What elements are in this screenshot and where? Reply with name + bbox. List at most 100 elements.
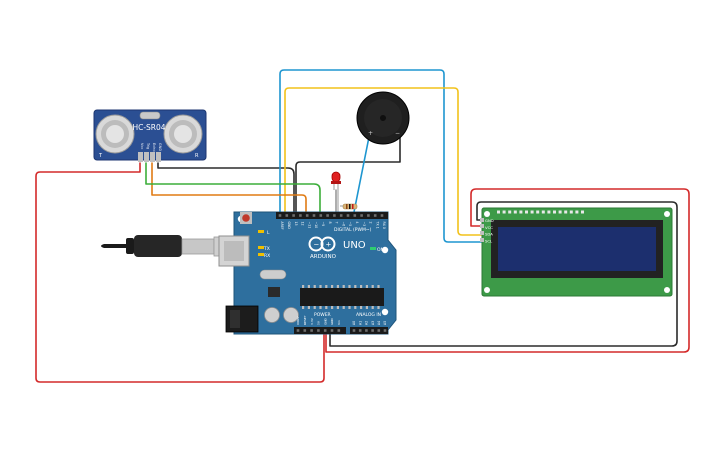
power-pin-label: GND: [323, 317, 327, 325]
sensor-header-pins: [138, 152, 161, 162]
power-pin-hole[interactable]: [317, 329, 320, 332]
wire-blue-sda[interactable]: [279, 69, 483, 243]
sensor-pin-trig: Trig: [146, 142, 150, 149]
lcd-screen: [498, 227, 656, 271]
power-pin-hole[interactable]: [310, 329, 313, 332]
analog-pin-hole[interactable]: [365, 329, 368, 332]
digital-pin-hole[interactable]: [333, 214, 336, 217]
analog-pin-hole[interactable]: [383, 329, 387, 332]
sensor-mark-t: T: [98, 153, 103, 159]
chip-leg: [331, 306, 334, 309]
lcd-pad: [519, 210, 523, 214]
arduino-logo: − +: [308, 236, 336, 252]
digital-header-label: DIGITAL (PWM~): [334, 227, 372, 233]
digital-pin-hole[interactable]: [367, 214, 370, 217]
lcd-pad: [513, 210, 517, 214]
analog-pin-hole[interactable]: [377, 329, 381, 332]
buzzer-plus-label: +: [368, 130, 373, 137]
analog-pin-hole[interactable]: [358, 329, 362, 332]
chip-leg: [354, 285, 357, 288]
chip-leg: [377, 306, 380, 309]
analog-pin-label: A5: [383, 321, 387, 325]
analog-pin-hole[interactable]: [352, 329, 356, 332]
wire-red-5v-sensor[interactable]: [35, 162, 325, 383]
chip-leg: [325, 306, 328, 309]
analog-header[interactable]: [350, 327, 388, 334]
wire-red-5v-lcd[interactable]: [325, 188, 690, 353]
digital-pin-hole[interactable]: [312, 214, 316, 217]
digital-pin-label: 8: [328, 222, 332, 224]
power-pin-hole[interactable]: [330, 329, 334, 332]
digital-pin-hole[interactable]: [292, 214, 295, 217]
power-pin-hole[interactable]: [303, 329, 307, 332]
chip-leg: [307, 285, 310, 288]
wire-black-gnd-sensor[interactable]: [157, 162, 295, 213]
lcd-pin-label: GND: [485, 218, 494, 223]
wire-yellow-scl[interactable]: [284, 87, 483, 236]
reset-button[interactable]: [240, 212, 252, 224]
wire-blue-buzzer[interactable]: [353, 131, 371, 213]
digital-pin-hole[interactable]: [299, 214, 302, 217]
digital-pin-hole[interactable]: [360, 214, 363, 217]
chip-leg: [371, 306, 374, 309]
wire-green-trig[interactable]: [145, 162, 321, 213]
digital-pin-hole[interactable]: [319, 214, 323, 217]
lcd-pad: [508, 210, 512, 214]
lcd-pad: [553, 210, 556, 214]
chip-leg: [336, 306, 339, 309]
chip-leg: [307, 306, 310, 309]
power-pin-hole[interactable]: [296, 329, 300, 332]
power-pin-hole[interactable]: [323, 329, 327, 332]
microcontroller-chip: [300, 285, 384, 309]
digital-pin-hole[interactable]: [326, 214, 329, 217]
digital-pin-hole[interactable]: [278, 214, 282, 217]
chip-leg: [348, 285, 351, 288]
digital-pin-hole[interactable]: [373, 214, 377, 217]
lcd-pad: [536, 210, 540, 214]
usb-cable[interactable]: [101, 235, 239, 257]
digital-pin-label: 4: [355, 222, 359, 224]
chip-leg: [313, 306, 316, 309]
digital-pin-hole[interactable]: [305, 214, 309, 217]
lcd-top-pads: [497, 210, 584, 214]
chip-leg: [354, 306, 357, 309]
power-header[interactable]: [294, 327, 346, 334]
wire-orange-echo[interactable]: [151, 162, 307, 213]
power-pin-hole[interactable]: [337, 329, 341, 332]
analog-pin-hole[interactable]: [371, 329, 374, 332]
lcd-pad: [575, 210, 579, 214]
digital-pin-hole[interactable]: [380, 214, 384, 217]
ultrasonic-sensor[interactable]: HC-SR04 T R Vcc Trig Echo GND: [93, 109, 207, 162]
power-pin-label: GND: [330, 317, 334, 325]
digital-pin-label: ~5: [348, 222, 352, 227]
digital-pin-hole[interactable]: [285, 214, 289, 217]
lcd-pad: [497, 210, 500, 214]
digital-header[interactable]: [276, 212, 388, 219]
piezo-buzzer[interactable]: + −: [356, 91, 410, 145]
lcd-pin-label: SCL: [485, 238, 493, 243]
capacitors: [264, 307, 299, 323]
red-led[interactable]: [331, 171, 341, 192]
lcd-i2c-pins[interactable]: [480, 218, 484, 242]
digital-pin-hole[interactable]: [339, 214, 343, 217]
digital-pin-label: AREF: [280, 222, 284, 230]
arduino-uno-board[interactable]: L TX RX ON − + UNO ARDUINO DIGITAL (PWM~…: [218, 211, 397, 335]
resistor[interactable]: [337, 192, 358, 212]
digital-pin-label: GND: [287, 222, 291, 230]
board-model: UNO: [343, 240, 366, 251]
svg-text:+: +: [326, 241, 332, 249]
sensor-model-label: HC-SR04: [132, 123, 165, 132]
chip-leg: [302, 285, 305, 288]
chip-leg: [342, 285, 345, 288]
wire-black-gnd-lcd[interactable]: [329, 201, 678, 347]
wire-black-buzzer-gnd[interactable]: [295, 131, 401, 213]
digital-pin-hole[interactable]: [346, 214, 350, 217]
digital-pin-label: TX 1: [375, 221, 379, 229]
chip-leg: [319, 285, 322, 288]
chip-leg: [336, 285, 339, 288]
digital-pin-hole[interactable]: [353, 214, 357, 217]
